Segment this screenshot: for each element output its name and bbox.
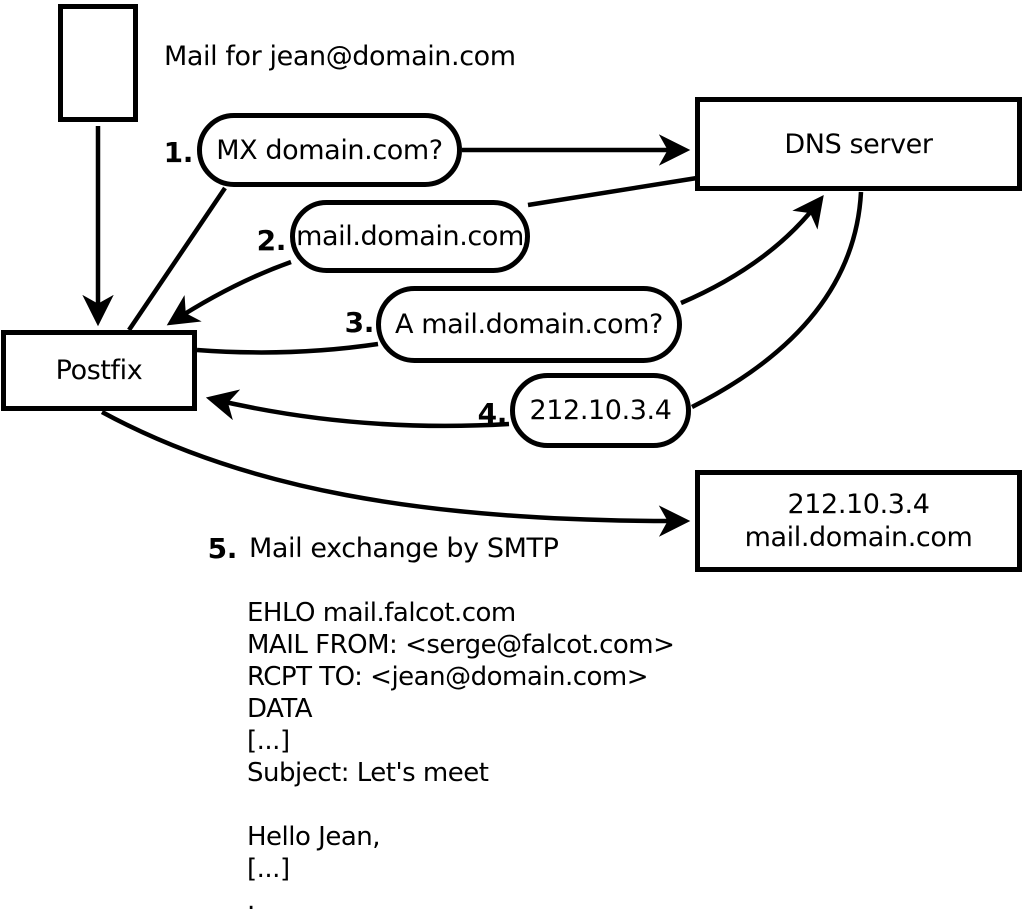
mail-for-label: Mail for jean@domain.com xyxy=(164,41,516,72)
smtp-line: EHLO mail.falcot.com xyxy=(247,598,516,628)
postfix-node: Postfix xyxy=(1,330,197,411)
dns-server-node: DNS server xyxy=(695,97,1022,191)
smtp-line: . xyxy=(247,886,255,916)
step-1-label: MX domain.com? xyxy=(216,134,443,166)
arrow-pill3-to-dns xyxy=(680,194,824,306)
step-1-pill: MX domain.com? xyxy=(197,113,462,187)
step-2-number: 2. xyxy=(256,224,287,257)
arrow-postfix-to-destination xyxy=(100,410,691,537)
arrow-postfix-to-pill3 xyxy=(196,341,379,355)
step-4-number: 4. xyxy=(477,397,508,430)
smtp-line: MAIL FROM: <serge@falcot.com> xyxy=(247,630,675,660)
destination-ip-label: 212.10.3.4 xyxy=(787,489,930,520)
smtp-line: [...] xyxy=(247,726,290,756)
arrow-pill2-to-postfix xyxy=(166,259,292,326)
destination-hostname-label: mail.domain.com xyxy=(744,522,973,553)
dns-server-label: DNS server xyxy=(784,128,933,160)
step-3-label: A mail.domain.com? xyxy=(395,309,663,340)
smtp-line: RCPT TO: <jean@domain.com> xyxy=(247,662,649,692)
step-3-number: 3. xyxy=(344,306,375,339)
step-5-label: Mail exchange by SMTP xyxy=(249,533,559,564)
arrow-pill4-to-postfix xyxy=(205,389,510,429)
smtp-line: [...] xyxy=(247,854,290,884)
arrow-dns-to-pill4 xyxy=(690,191,864,410)
step-4-label: 212.10.3.4 xyxy=(529,395,672,426)
arrow-postfix-to-pill1 xyxy=(127,186,227,332)
step-2-label: mail.domain.com xyxy=(296,221,524,252)
mail-message-node xyxy=(58,4,138,122)
step-4-pill: 212.10.3.4 xyxy=(510,373,691,448)
smtp-line: Subject: Let's meet xyxy=(247,758,489,788)
smtp-line xyxy=(247,789,674,821)
step-1-number: 1. xyxy=(163,136,194,169)
step-3-pill: A mail.domain.com? xyxy=(376,286,682,363)
smtp-line: Hello Jean, xyxy=(247,822,381,852)
step-2-pill: mail.domain.com xyxy=(290,200,530,273)
step-5-number: 5. xyxy=(207,532,238,565)
destination-server-node: 212.10.3.4 mail.domain.com xyxy=(695,470,1022,572)
arrow-dns-to-pill2 xyxy=(527,175,698,208)
smtp-line: DATA xyxy=(247,694,312,724)
postfix-label: Postfix xyxy=(55,355,143,386)
smtp-session-block: EHLO mail.falcot.com MAIL FROM: <serge@f… xyxy=(247,597,675,917)
